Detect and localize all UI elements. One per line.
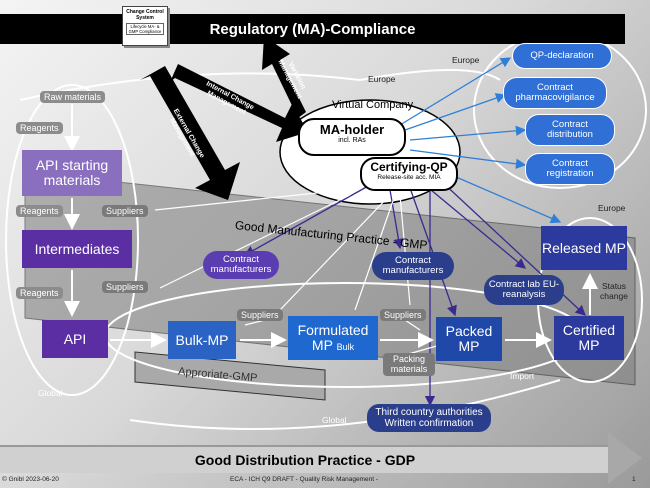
banner-title: Regulatory (MA)-Compliance [209,20,416,38]
import-label: Import [510,371,535,381]
global-left-label: Global [38,388,63,398]
change-control-system-box: Change Control System Lifecycle MA- & GM… [122,6,168,46]
internal-change-arrow [170,64,308,142]
bulk-mp-label: Bulk-MP [175,331,229,348]
regulatory-compliance-banner: Regulatory (MA)-Compliance [0,14,625,44]
contract-lab: Contract lab EU-reanalysis [484,275,564,305]
europe-top-label: Europe [368,74,396,84]
appropriate-gmp-box [134,351,326,401]
suppliers-tag-4: Suppliers [380,309,426,322]
suppliers-tag-1: Suppliers [102,205,148,218]
suppliers-tag-2: Suppliers [102,281,148,294]
certified-mp-label: Certified MP [562,322,616,353]
formulated-mp-label: MP [311,337,333,353]
formulated-mp-box: Formulated MP Bulk [288,316,378,360]
formulated-mp-line: MP Bulk [312,338,354,353]
released-mp-box: Released MP [541,226,627,270]
change-control-title: Change Control System [126,9,164,21]
third-country-authorities: Third country authorities Written confir… [367,404,491,432]
external-change-arrow [140,66,240,200]
europe-right-label: Europe [598,203,626,213]
footer-copyright: © Gnibl 2023-06-20 [2,476,59,483]
footer-center: ECA - ICH Q9 DRAFT - Quality Risk Manage… [230,476,378,483]
contract-qp-declaration: QP-declaration [512,43,612,69]
packed-mp-box: Packed MP [436,317,502,361]
packing-materials-tag: Packing materials [383,353,435,376]
released-mp-label: Released MP [541,239,627,256]
api-starting-materials-box: API starting materials [22,150,122,196]
variation-arrow [262,36,306,118]
gdp-arrow-head [608,432,642,484]
global-bottom-label: Global [322,415,347,425]
reagents-tag-2: Reagents [16,205,63,218]
virtual-company-label: Virtual Company [332,99,414,111]
reagents-tag-1: Reagents [16,122,63,135]
footer-page-number: 1 [632,476,636,483]
gdp-title: Good Distribution Practice - GDP [194,452,416,468]
raw-materials-tag: Raw materials [40,91,106,104]
certifying-qp-box: Certifying-QP Release-site acc. MIA [360,157,458,191]
ma-holder-box: MA-holder incl. RAs [298,118,406,156]
contract-manufacturers-1: Contract manufacturers [203,251,279,279]
certified-mp-box: Certified MP [554,316,624,360]
contract-manufacturers-2: Contract manufacturers [372,252,454,280]
suppliers-tag-3: Suppliers [237,309,283,322]
change-control-sub: Lifecycle MA- & GMP Compliance [126,23,164,36]
certifying-qp-title: Certifying-QP [370,160,448,174]
certifying-qp-sub: Release-site acc. MIA [377,174,441,181]
reagents-tag-3: Reagents [16,287,63,300]
packed-mp-label: Packed MP [445,323,493,354]
api-box: API [42,320,108,358]
gdp-banner: Good Distribution Practice - GDP [0,445,610,473]
contract-distribution: Contract distribution [525,114,615,146]
europe-right-top-label: Europe [452,55,480,65]
ma-holder-title: MA-holder [319,122,385,137]
bulk-mp-box: Bulk-MP [168,321,236,359]
contract-registration: Contract registration [525,153,615,185]
status-change-label: Status change [600,281,628,301]
intermediates-box: Intermediates [22,230,132,268]
ma-holder-sub: incl. RAs [338,137,366,144]
contract-pharmacovigilance: Contract pharmacovigilance [503,77,607,109]
formulated-label: Formulated [297,322,369,339]
formulated-bulk-label: Bulk [336,342,355,352]
